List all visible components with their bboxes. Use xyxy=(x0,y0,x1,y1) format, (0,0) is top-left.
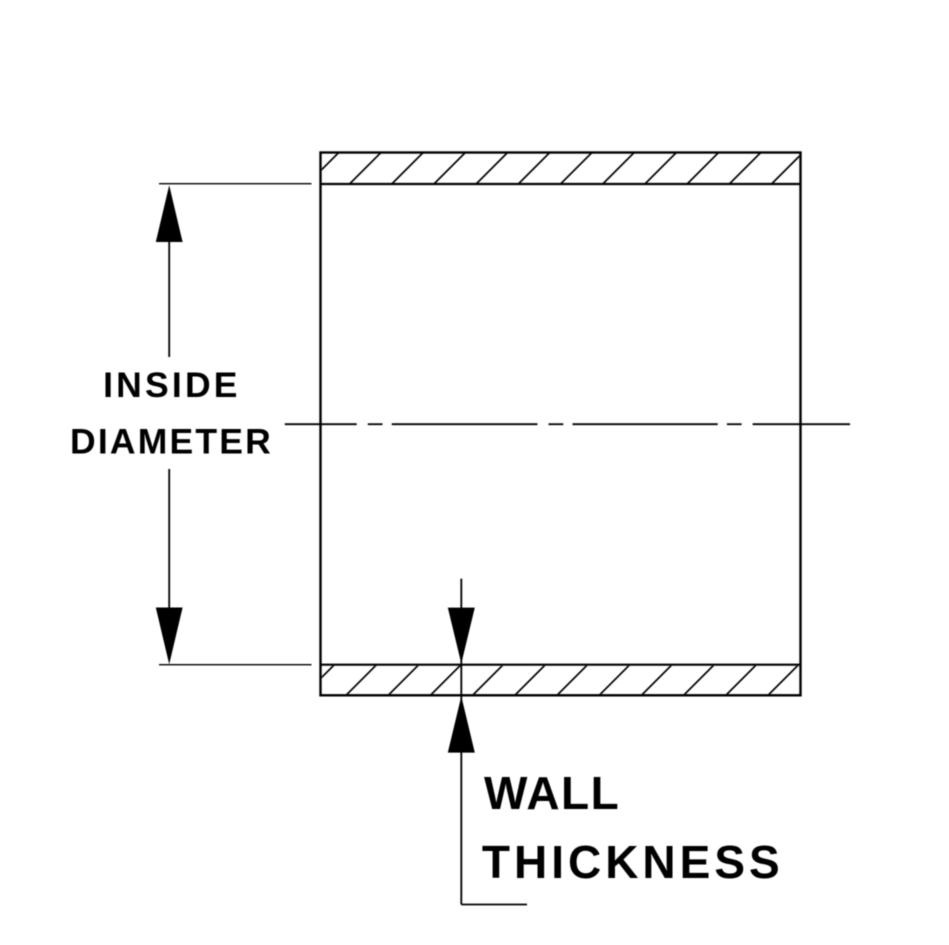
svg-text:INSIDE: INSIDE xyxy=(103,365,241,405)
svg-text:THICKNESS: THICKNESS xyxy=(482,836,784,888)
svg-text:DIAMETER: DIAMETER xyxy=(70,422,273,462)
svg-text:WALL: WALL xyxy=(484,767,620,819)
